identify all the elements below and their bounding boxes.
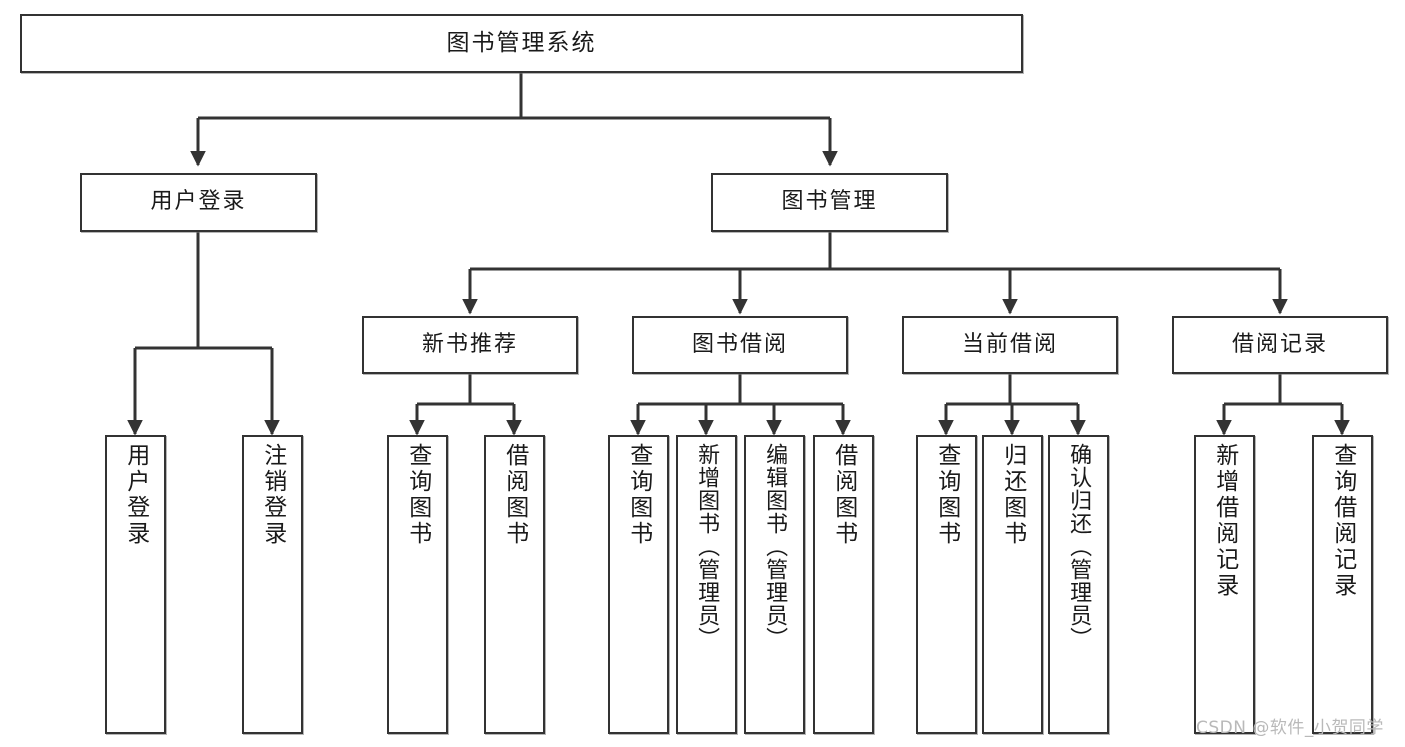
node-leaf-add-borrow-record[interactable]: 新增借阅记录 [1194, 435, 1255, 734]
node-leaf-logout[interactable]: 注销登录 [242, 435, 303, 734]
node-leaf-query-book-3-label: 查询图书 [933, 443, 960, 547]
node-current-borrow[interactable]: 当前借阅 [902, 316, 1118, 374]
node-leaf-query-book-2[interactable]: 查询图书 [608, 435, 669, 734]
node-leaf-query-book-2-label: 查询图书 [625, 443, 652, 547]
node-new-book-rec[interactable]: 新书推荐 [362, 316, 578, 374]
node-user-login-label: 用户登录 [150, 189, 247, 215]
node-root[interactable]: 图书管理系统 [20, 14, 1023, 73]
node-leaf-query-book-3[interactable]: 查询图书 [916, 435, 977, 734]
node-leaf-user-login[interactable]: 用户登录 [105, 435, 166, 734]
node-leaf-query-borrow-record[interactable]: 查询借阅记录 [1312, 435, 1373, 734]
node-book-borrow-label: 图书借阅 [691, 331, 788, 357]
node-current-borrow-label: 当前借阅 [961, 331, 1058, 357]
node-leaf-add-borrow-record-label: 新增借阅记录 [1211, 443, 1238, 599]
node-leaf-add-book-admin[interactable]: 新增图书（管理员） [676, 435, 737, 734]
node-leaf-return-book[interactable]: 归还图书 [982, 435, 1043, 734]
node-leaf-query-book-1[interactable]: 查询图书 [387, 435, 448, 734]
node-borrow-record[interactable]: 借阅记录 [1172, 316, 1388, 374]
node-leaf-borrow-book-2-label: 借阅图书 [830, 443, 857, 547]
node-leaf-query-borrow-record-label: 查询借阅记录 [1329, 443, 1356, 599]
node-leaf-user-login-label: 用户登录 [122, 443, 149, 547]
node-leaf-confirm-return-admin[interactable]: 确认归还（管理员） [1048, 435, 1109, 734]
node-root-label: 图书管理系统 [446, 29, 597, 56]
node-leaf-borrow-book-1[interactable]: 借阅图书 [484, 435, 545, 734]
node-new-book-rec-label: 新书推荐 [421, 331, 518, 357]
node-leaf-borrow-book-1-label: 借阅图书 [501, 443, 528, 547]
node-leaf-add-book-admin-label: 新增图书（管理员） [694, 443, 720, 650]
node-leaf-logout-label: 注销登录 [259, 443, 286, 547]
node-leaf-edit-book-admin[interactable]: 编辑图书（管理员） [744, 435, 805, 734]
node-book-manage-label: 图书管理 [781, 189, 878, 215]
node-borrow-record-label: 借阅记录 [1231, 331, 1328, 357]
node-leaf-edit-book-admin-label: 编辑图书（管理员） [762, 443, 788, 650]
node-book-borrow[interactable]: 图书借阅 [632, 316, 848, 374]
watermark-csdn: CSDN @软件_小贺同学 [1196, 718, 1384, 738]
node-user-login[interactable]: 用户登录 [80, 173, 317, 232]
node-book-manage[interactable]: 图书管理 [711, 173, 948, 232]
node-leaf-borrow-book-2[interactable]: 借阅图书 [813, 435, 874, 734]
node-leaf-return-book-label: 归还图书 [999, 443, 1026, 547]
node-leaf-query-book-1-label: 查询图书 [404, 443, 431, 547]
node-leaf-confirm-return-admin-label: 确认归还（管理员） [1066, 443, 1092, 650]
